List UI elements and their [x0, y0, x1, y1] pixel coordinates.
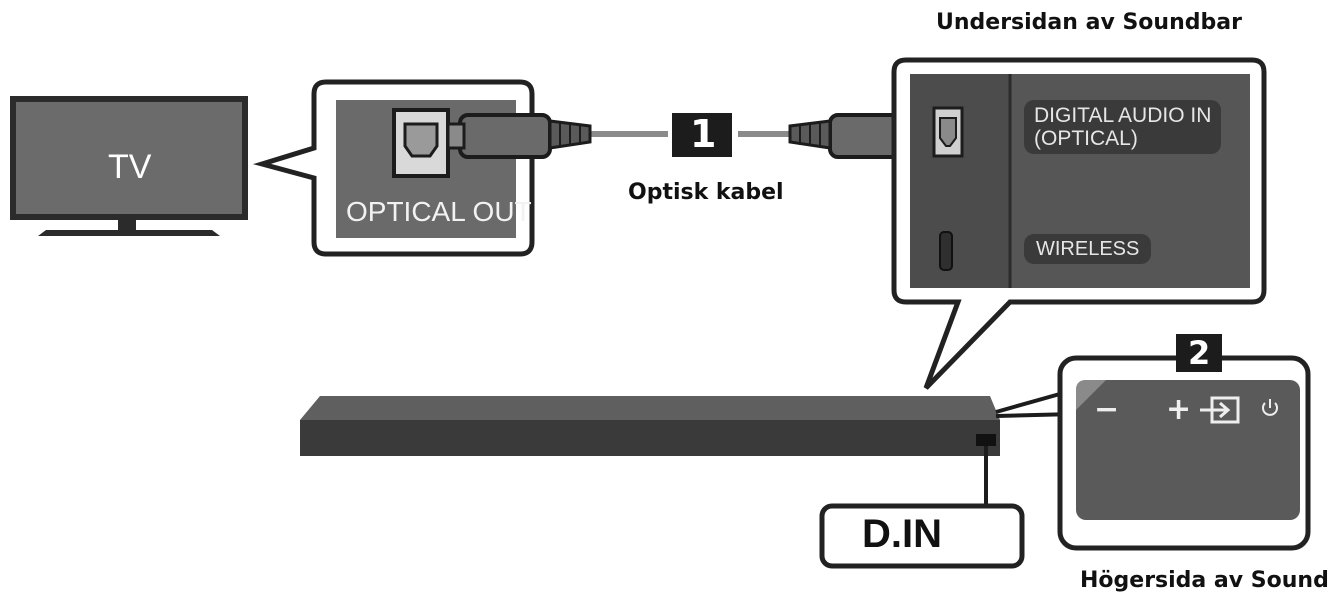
right-panel-callout — [1057, 334, 1311, 551]
step-2-badge: 2 — [1188, 334, 1211, 372]
d-in-label: D.IN — [862, 512, 942, 556]
volume-down-button: − — [1094, 392, 1120, 427]
optical-out-label: OPTICAL OUT — [346, 196, 532, 227]
cable-label: Optisk kabel — [628, 180, 784, 205]
d-in-callout — [819, 503, 1025, 569]
step-1-badge: 1 — [690, 112, 717, 156]
wireless-label: WIRELESS — [1024, 234, 1152, 264]
optical-cable — [446, 113, 924, 159]
soundbar-illustration — [300, 388, 1075, 510]
right-panel-title: Högersida av Soundbar — [1080, 568, 1329, 593]
tv-label: TV — [108, 148, 152, 186]
bottom-panel-title: Undersidan av Soundbar — [936, 10, 1242, 35]
tv-illustration — [10, 96, 248, 236]
digital-audio-in-label: DIGITAL AUDIO IN (OPTICAL) — [1024, 100, 1222, 155]
volume-up-button: + — [1166, 392, 1192, 427]
optical-out-callout — [252, 79, 535, 257]
